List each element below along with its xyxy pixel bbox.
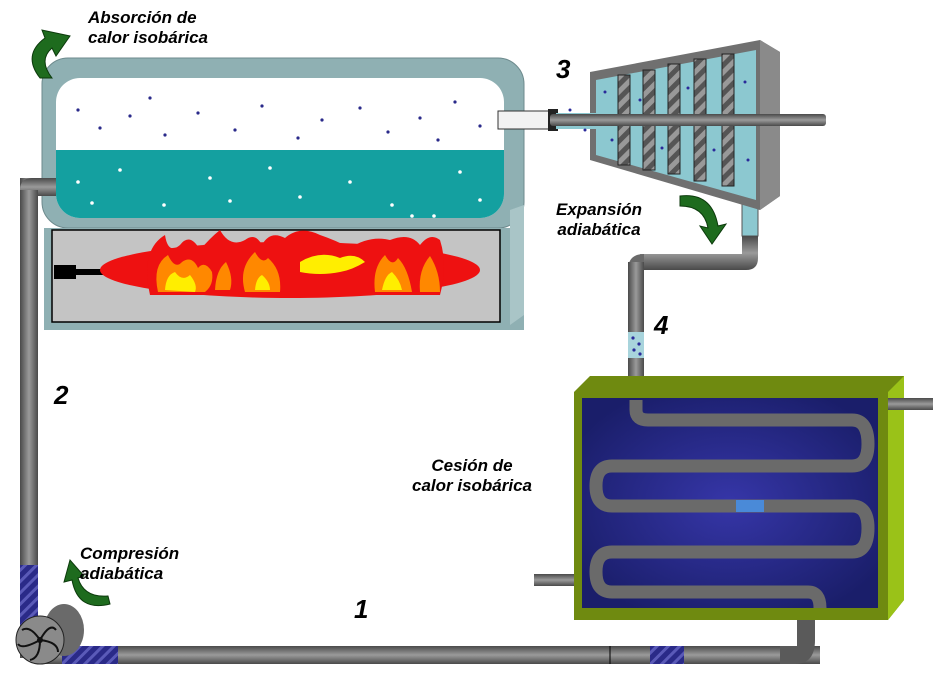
boiler-water <box>56 150 504 218</box>
process-arrows <box>31 29 728 606</box>
condensing-droplet <box>736 500 764 512</box>
point-1-label: 1 <box>354 594 369 624</box>
coolant-inlet <box>534 574 574 586</box>
coolant-outlet <box>888 398 933 410</box>
cesion-label: Cesión de calor isobárica <box>412 456 532 496</box>
cesion-label-line2: calor isobárica <box>412 476 533 495</box>
point-2-label: 2 <box>54 380 69 410</box>
compression-arrow-icon <box>63 558 111 606</box>
turbine <box>550 40 826 210</box>
water-bubbles <box>76 166 482 218</box>
compression-label: Compresión adiabática <box>80 544 179 584</box>
expansion-arrow-icon <box>679 195 728 245</box>
expansion-label: Expansión adiabática <box>556 200 642 240</box>
expansion-label-line2: adiabática <box>557 220 641 239</box>
condenser-coil <box>589 400 875 609</box>
liquid-segment-2 <box>20 565 38 625</box>
steam-bubbles <box>76 96 482 142</box>
flames <box>100 230 480 298</box>
cesion-label-line1: Cesión de <box>431 456 513 475</box>
absorption-arrow-icon <box>31 29 71 79</box>
absorption-label-line2: calor isobárica <box>88 28 209 47</box>
point-4-label: 4 <box>654 310 669 340</box>
compression-label-line1: Compresión <box>80 544 180 563</box>
pipe-2 <box>20 178 38 658</box>
compression-label-line2: adiabática <box>80 564 164 583</box>
pump <box>15 604 84 665</box>
boiler <box>41 57 525 330</box>
absorption-label: Absorción de calor isobárica <box>88 8 208 48</box>
burner-nozzle <box>54 265 76 279</box>
absorption-label-line1: Absorción de <box>88 8 197 27</box>
pipe-1 <box>40 646 820 664</box>
condenser <box>534 376 933 620</box>
expansion-label-line1: Expansión <box>556 200 642 219</box>
turbine-shaft <box>550 114 826 126</box>
steam-pipe-3 <box>497 110 551 130</box>
point-3-label: 3 <box>556 54 571 84</box>
